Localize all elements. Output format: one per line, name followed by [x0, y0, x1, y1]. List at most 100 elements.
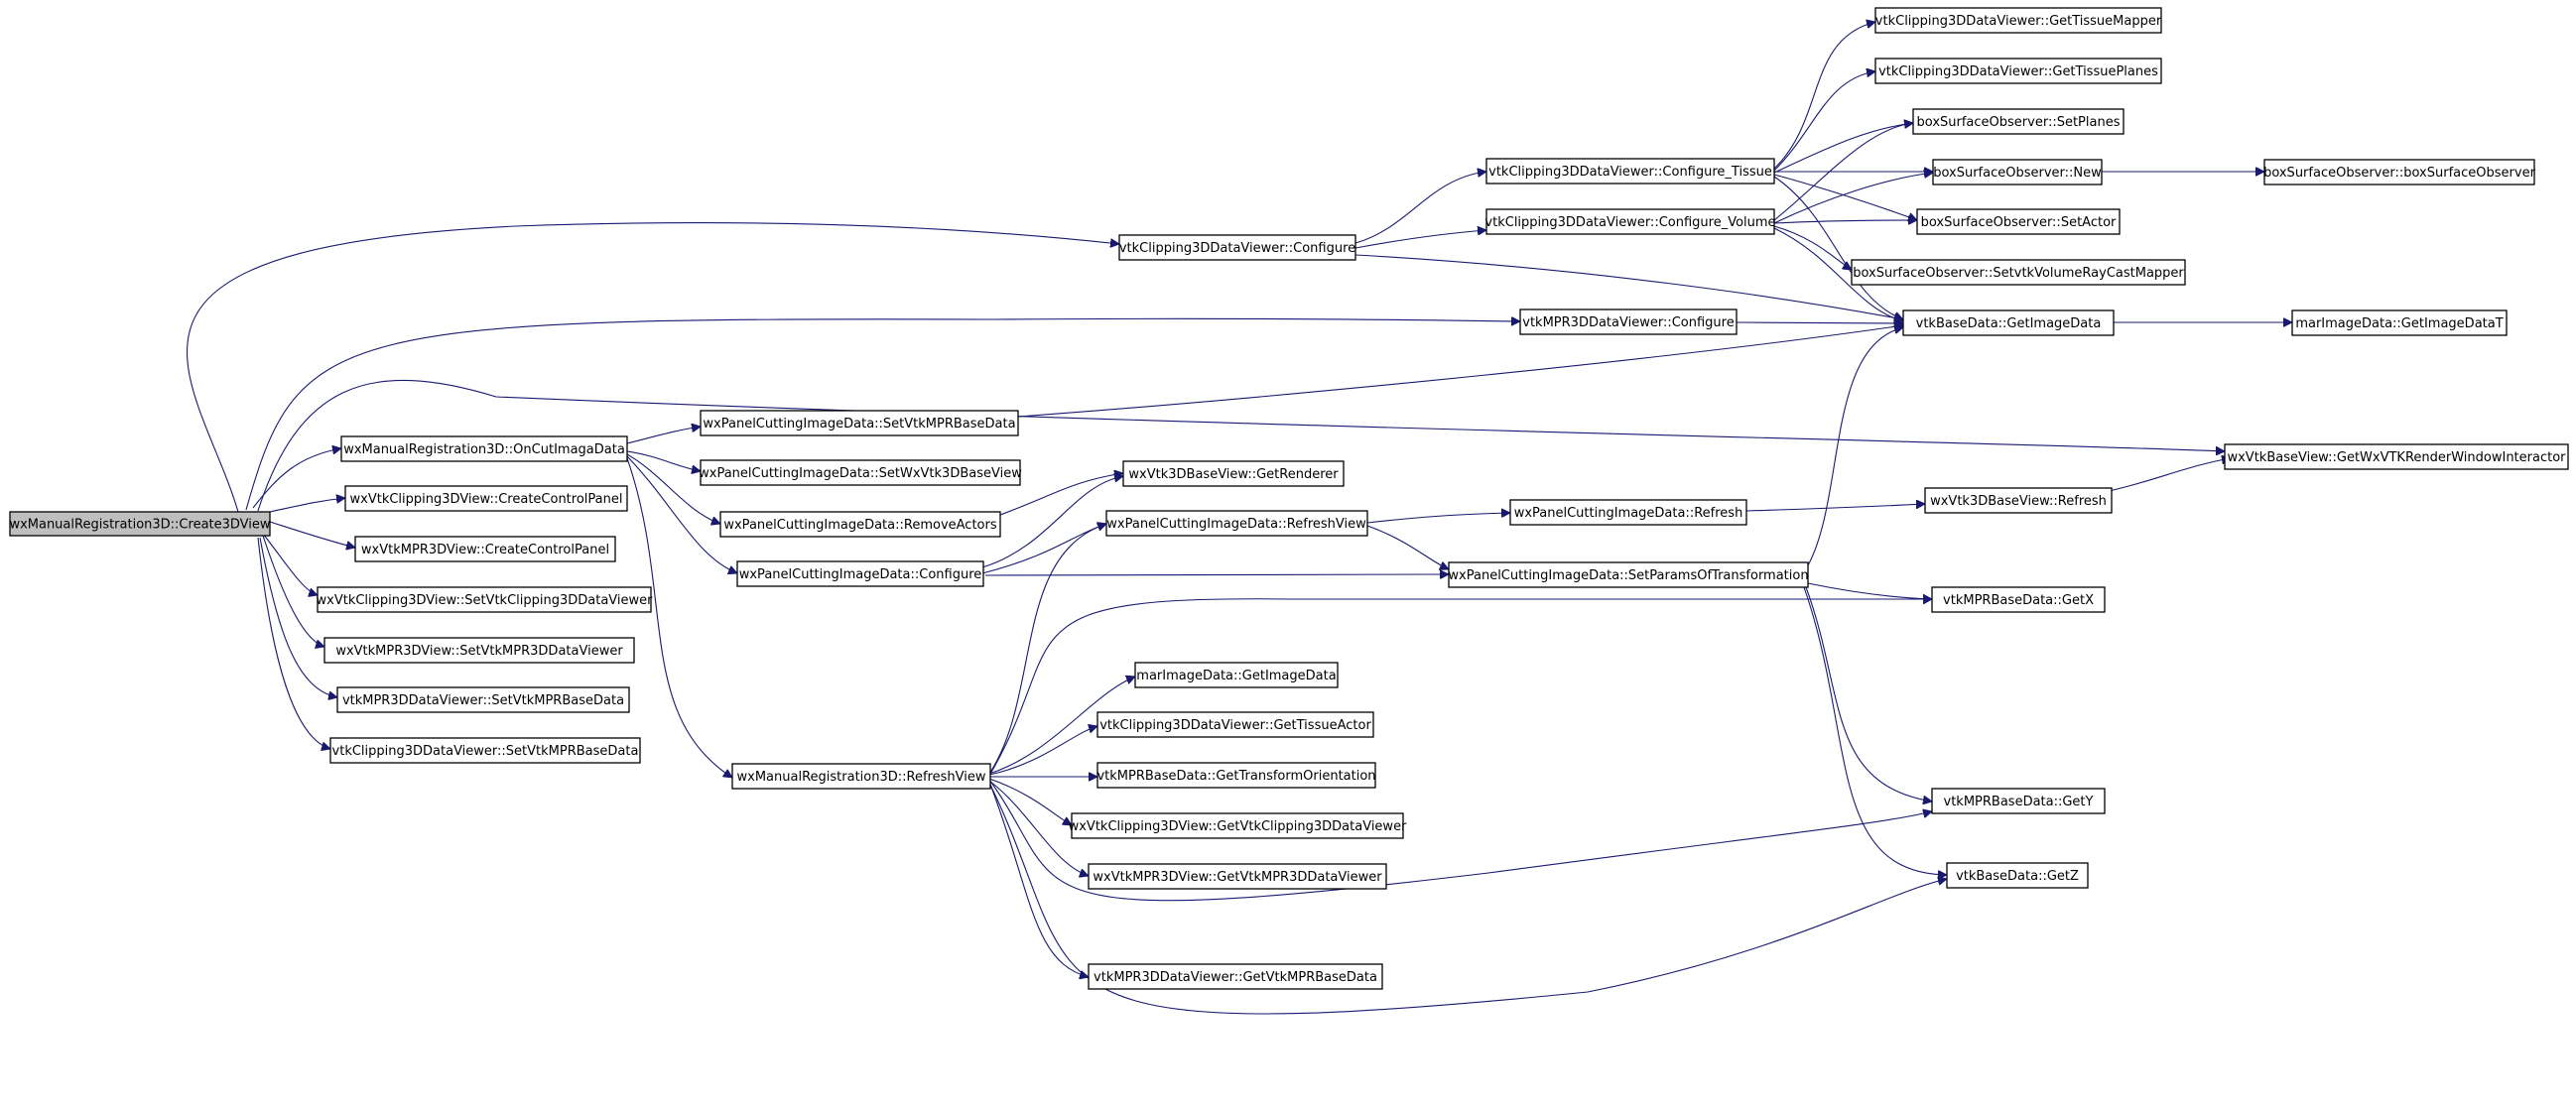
graph-node[interactable]: vtkClipping3DDataViewer::GetTissueMapper: [1874, 7, 2162, 34]
edge: [1773, 173, 1933, 224]
edge: [187, 222, 1119, 513]
edge: [984, 574, 1449, 575]
graph-node[interactable]: vtkMPRBaseData::GetX: [1931, 586, 2106, 613]
graph-node[interactable]: vtkMPR3DDataViewer::Configure: [1519, 308, 1738, 335]
graph-node[interactable]: vtkClipping3DDataViewer::Configure: [1118, 234, 1356, 261]
edge: [1366, 513, 1510, 524]
graph-node[interactable]: vtkClipping3DDataViewer::Configure_Volum…: [1484, 208, 1776, 235]
graph-node[interactable]: wxPanelCuttingImageData::RefreshView: [1105, 510, 1368, 537]
edge: [1773, 176, 1903, 319]
graph-node[interactable]: wxVtkMPR3DView::SetVtkMPR3DDataViewer: [323, 637, 635, 664]
graph-node[interactable]: boxSurfaceObserver::SetvtkVolumeRayCastM…: [1851, 259, 2186, 286]
graph-node[interactable]: wxVtkClipping3DView::GetVtkClipping3DDat…: [1069, 812, 1407, 839]
edge: [1745, 504, 1925, 512]
graph-node[interactable]: wxManualRegistration3D::OnCutImagaData: [340, 435, 628, 462]
edge: [1773, 174, 1917, 220]
node-label: vtkClipping3DDataViewer::GetTissueActor: [1099, 718, 1371, 733]
edge: [1773, 22, 1875, 170]
graph-node[interactable]: boxSurfaceObserver::SetPlanes: [1912, 108, 2125, 135]
edge: [257, 537, 330, 749]
node-label: vtkMPRBaseData::GetY: [1944, 795, 2094, 809]
graph-node[interactable]: wxPanelCuttingImageData::SetParamsOfTran…: [1448, 561, 1809, 588]
edge: [988, 781, 1089, 977]
edge: [1803, 586, 1947, 875]
edge: [1354, 254, 1903, 319]
graph-node[interactable]: wxVtk3DBaseView::GetRenderer: [1122, 460, 1345, 487]
graph-node[interactable]: vtkClipping3DDataViewer::GetTissuePlanes: [1874, 58, 2162, 84]
node-label: vtkClipping3DDataViewer::GetTissueMapper: [1875, 14, 2162, 29]
node-label: boxSurfaceObserver::New: [1933, 166, 2102, 181]
node-label: wxManualRegistration3D::OnCutImagaData: [343, 442, 625, 457]
node-label: wxVtkMPR3DView::CreateControlPanel: [361, 543, 609, 557]
edge: [988, 782, 1947, 1015]
edge: [988, 677, 1135, 775]
edge: [626, 427, 701, 444]
root-node[interactable]: wxManualRegistration3D::Create3DView: [9, 511, 271, 537]
node-label: wxPanelCuttingImageData::Refresh: [1514, 506, 1743, 521]
edge: [626, 450, 701, 471]
node-label: vtkClipping3DDataViewer::GetTissuePlanes: [1878, 64, 2158, 79]
edge: [626, 457, 732, 778]
edge: [252, 448, 341, 509]
graph-node[interactable]: wxPanelCuttingImageData::SetVtkMPRBaseDa…: [700, 410, 1019, 436]
node-label: vtkMPRBaseData::GetX: [1943, 593, 2094, 608]
graph-node[interactable]: wxPanelCuttingImageData::Refresh: [1509, 499, 1747, 526]
graph-node[interactable]: wxVtk3DBaseView::Refresh: [1924, 487, 2113, 514]
edge: [1017, 325, 1903, 418]
graph-node[interactable]: wxVtkClipping3DView::CreateControlPanel: [344, 485, 628, 512]
node-label: wxManualRegistration3D::Create3DView: [9, 518, 270, 533]
node-label: vtkClipping3DDataViewer::SetVtkMPRBaseDa…: [332, 744, 639, 759]
node-label: boxSurfaceObserver::SetvtkVolumeRayCastM…: [1853, 266, 2184, 281]
graph-node[interactable]: marImageData::GetImageDataT: [2291, 309, 2508, 336]
graph-node[interactable]: vtkClipping3DDataViewer::SetVtkMPRBaseDa…: [329, 737, 641, 764]
edge: [1807, 582, 1932, 599]
graph-node[interactable]: vtkMPR3DDataViewer::SetVtkMPRBaseData: [336, 686, 630, 713]
edge: [245, 318, 1520, 511]
graph-node[interactable]: boxSurfaceObserver::SetActor: [1916, 208, 2121, 235]
edge: [1805, 586, 1932, 802]
edge: [1354, 172, 1486, 244]
node-label: vtkClipping3DDataViewer::Configure: [1119, 241, 1355, 256]
edge: [988, 780, 1089, 876]
graph-node[interactable]: vtkMPRBaseData::GetTransformOrientation: [1096, 762, 1376, 789]
edge: [1773, 225, 1852, 270]
graph-node[interactable]: wxManualRegistration3D::RefreshView: [731, 763, 991, 790]
edge: [1736, 322, 1903, 323]
node-label: wxPanelCuttingImageData::SetWxVtk3DBaseV…: [699, 466, 1022, 481]
node-label: wxPanelCuttingImageData::SetParamsOfTran…: [1448, 568, 1808, 583]
graph-node[interactable]: vtkClipping3DDataViewer::GetTissueActor: [1096, 711, 1374, 738]
graph-node[interactable]: boxSurfaceObserver::boxSurfaceObserver: [2263, 159, 2536, 185]
edge: [988, 726, 1097, 776]
node-label: boxSurfaceObserver::SetActor: [1921, 215, 2117, 230]
graph-node[interactable]: wxVtkClipping3DView::SetVtkClipping3DDat…: [317, 586, 654, 613]
graph-node[interactable]: vtkBaseData::GetImageData: [1902, 309, 2115, 336]
graph-node[interactable]: wxVtkMPR3DView::GetVtkMPR3DDataViewer: [1088, 863, 1387, 890]
node-label: boxSurfaceObserver::boxSurfaceObserver: [2263, 166, 2536, 181]
edge: [262, 535, 324, 647]
node-label: vtkClipping3DDataViewer::Configure_Volum…: [1484, 215, 1775, 230]
node-label: wxManualRegistration3D::RefreshView: [737, 770, 986, 785]
edge: [1354, 230, 1486, 249]
edge: [626, 455, 737, 573]
graph-node[interactable]: wxPanelCuttingImageData::Configure: [736, 560, 984, 587]
edge: [259, 537, 337, 697]
node-label: wxVtk3DBaseView::Refresh: [1930, 494, 2107, 509]
edge: [1773, 123, 1913, 221]
node-label: vtkClipping3DDataViewer::Configure_Tissu…: [1488, 165, 1772, 180]
edge: [988, 599, 1932, 777]
graph-node[interactable]: wxVtkMPR3DView::CreateControlPanel: [354, 536, 616, 562]
graph-node[interactable]: wxPanelCuttingImageData::RemoveActors: [719, 511, 1001, 538]
graph-node[interactable]: wxPanelCuttingImageData::SetWxVtk3DBaseV…: [699, 459, 1022, 486]
edge: [1773, 227, 1903, 321]
node-label: wxPanelCuttingImageData::RemoveActors: [723, 518, 996, 533]
graph-node[interactable]: wxVtkBaseView::GetWxVTKRenderWindowInter…: [2224, 443, 2569, 470]
node-label: wxVtkClipping3DView::SetVtkClipping3DDat…: [317, 593, 654, 608]
graph-node[interactable]: vtkMPRBaseData::GetY: [1931, 788, 2106, 814]
graph-node[interactable]: marImageData::GetImageData: [1134, 662, 1339, 688]
graph-node[interactable]: vtkMPR3DDataViewer::GetVtkMPRBaseData: [1088, 963, 1383, 990]
edge: [1773, 123, 1913, 174]
edge: [1366, 525, 1449, 569]
graph-node[interactable]: boxSurfaceObserver::New: [1932, 159, 2103, 185]
graph-node[interactable]: vtkClipping3DDataViewer::Configure_Tissu…: [1485, 158, 1775, 185]
graph-node[interactable]: vtkBaseData::GetZ: [1946, 862, 2089, 889]
